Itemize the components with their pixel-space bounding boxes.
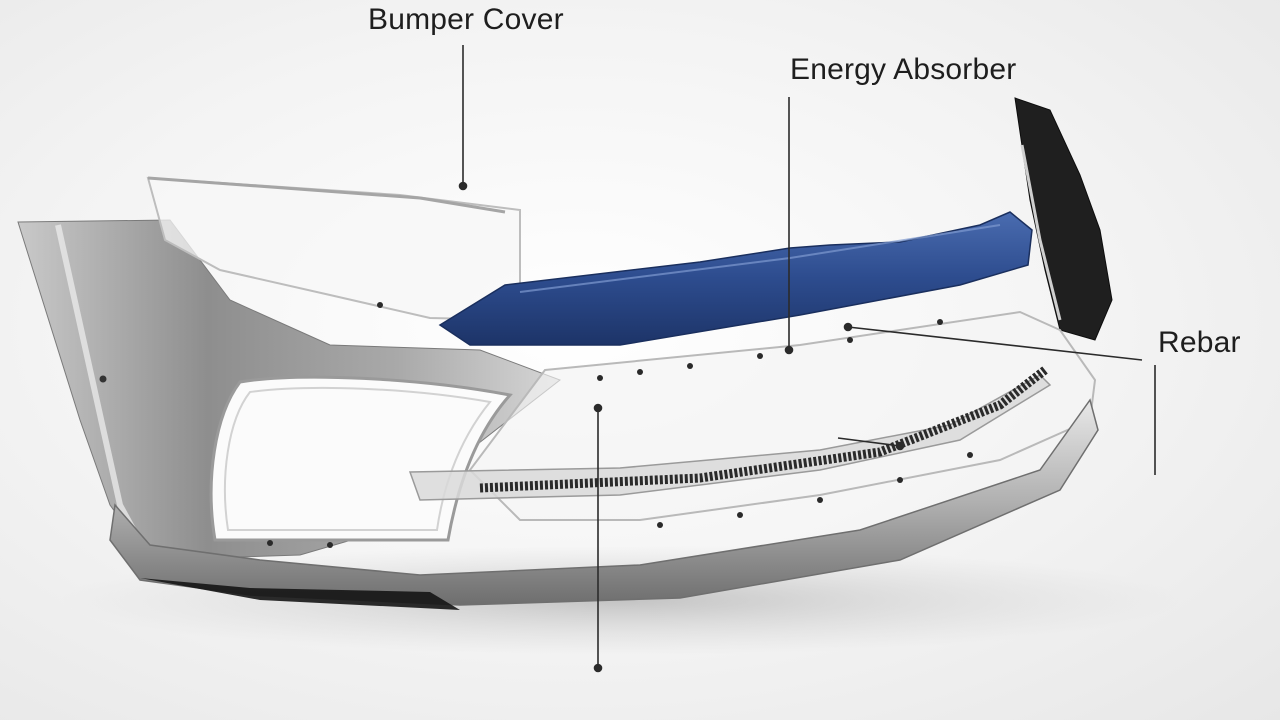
mounting-holes: [267, 302, 973, 548]
leader-dot-rebar-mesh: [895, 441, 905, 451]
label-bumper-cover: Bumper Cover: [368, 3, 564, 36]
fog-light-opening: [209, 375, 513, 542]
leader-dot-rebar: [843, 322, 853, 332]
energy-absorber: [438, 211, 1033, 346]
leader-line-rebar: [847, 326, 1143, 361]
leader-lines: [458, 45, 1156, 673]
label-energy-absorber: Energy Absorber: [790, 53, 1017, 86]
leader-dot-energy-absorber: [784, 345, 794, 355]
leader-dot-lower-bottom: [593, 663, 603, 673]
rebar-mesh: [479, 366, 1048, 493]
label-rebar: Rebar: [1158, 326, 1241, 359]
leader-line-rebar-mesh: [837, 437, 901, 447]
bumper-cover-right-side: [1014, 97, 1113, 341]
leader-dot-lower-top: [593, 403, 603, 413]
leader-dot-bumper-cover: [458, 181, 468, 191]
